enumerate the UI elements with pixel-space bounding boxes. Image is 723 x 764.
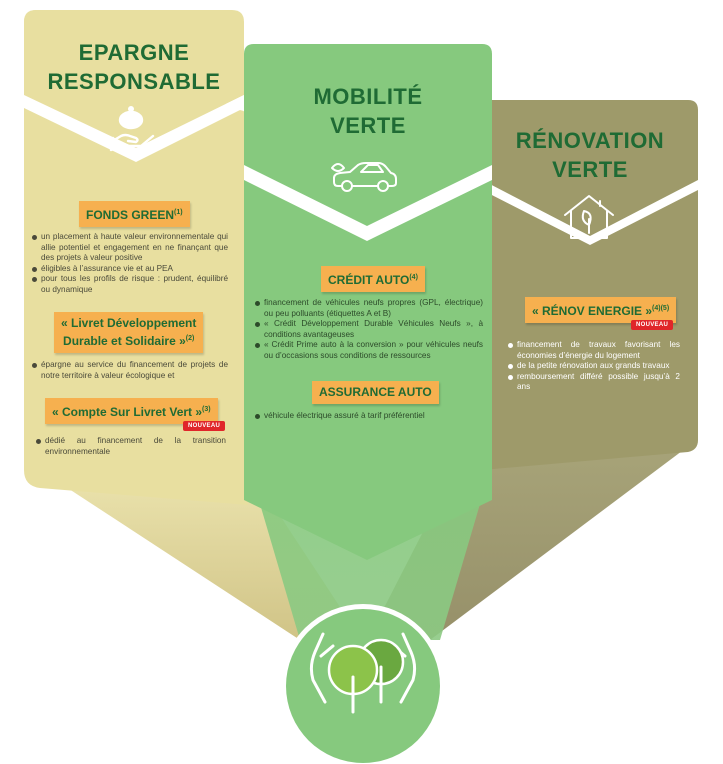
fonds-green-note: (1) xyxy=(174,209,183,216)
list-item: financement de travaux favorisant les éc… xyxy=(508,340,680,361)
credit-auto-list: financement de véhicules neufs propres (… xyxy=(255,298,483,362)
epargne-header-chevron xyxy=(24,95,244,162)
renovation-title: RÉNOVATION VERTE xyxy=(482,126,698,184)
assurance-auto-list: véhicule électrique assuré à tarif préfé… xyxy=(255,411,483,422)
assurance-auto-tag: ASSURANCE AUTO xyxy=(312,381,439,404)
fonds-green-label: FONDS GREEN xyxy=(86,208,175,222)
list-item: dédié au financement de la transition en… xyxy=(36,436,226,457)
mobilite-title-line2: VERTE xyxy=(330,113,406,138)
list-item: « Crédit Prime auto à la conversion » po… xyxy=(255,340,483,361)
cslv-note: (3) xyxy=(202,406,211,413)
list-item: « Crédit Développement Durable Véhicules… xyxy=(255,319,483,340)
list-item: remboursement différé possible jusqu’à 2… xyxy=(508,372,680,393)
assurance-auto-label: ASSURANCE AUTO xyxy=(319,385,432,399)
mobilite-header-chevron xyxy=(244,165,492,241)
ldds-tag: « Livret Développement Durable et Solida… xyxy=(54,312,204,353)
list-item: un placement à haute valeur environnemen… xyxy=(32,232,228,264)
renov-energie-list: financement de travaux favorisant les éc… xyxy=(508,340,680,393)
epargne-title-line2: RESPONSABLE xyxy=(47,69,221,94)
mobilite-title-line1: MOBILITÉ xyxy=(313,84,423,109)
credit-auto-tag: CRÉDIT AUTO(4) xyxy=(321,266,425,292)
eco-car-icon xyxy=(331,162,397,192)
credit-auto-note: (4) xyxy=(409,274,418,281)
cslv-list: dédié au financement de la transition en… xyxy=(36,436,226,457)
list-item: de la petite rénovation aux grands trava… xyxy=(508,361,680,372)
epargne-beam xyxy=(40,470,365,645)
list-item: financement de véhicules neufs propres (… xyxy=(255,298,483,319)
fonds-green-list: un placement à haute valeur environnemen… xyxy=(32,232,228,296)
ldds-list: épargne au service du financement de pro… xyxy=(32,360,228,381)
epargne-title: EPARGNE RESPONSABLE xyxy=(24,38,244,96)
epargne-title-line1: EPARGNE xyxy=(78,40,190,65)
renov-new-badge: NOUVEAU xyxy=(631,320,674,330)
cslv-label: « Compte Sur Livret Vert » xyxy=(52,405,203,419)
cslv-tag: « Compte Sur Livret Vert »(3) xyxy=(45,398,218,424)
cslv-new-badge: NOUVEAU xyxy=(183,421,226,431)
mobilite-panel xyxy=(244,44,492,560)
list-item: épargne au service du financement de pro… xyxy=(32,360,228,381)
hands-trees-icon xyxy=(309,632,417,714)
list-item: véhicule électrique assuré à tarif préfé… xyxy=(255,411,483,422)
ldds-note: (2) xyxy=(185,335,195,342)
mobilite-title: MOBILITÉ VERTE xyxy=(244,82,492,140)
epargne-header xyxy=(24,10,244,148)
renov-energie-label: « RÉNOV ENERGIE » xyxy=(532,304,653,318)
fonds-green-tag: FONDS GREEN(1) xyxy=(79,201,190,227)
credit-auto-label: CRÉDIT AUTO xyxy=(328,273,410,287)
renovation-header xyxy=(482,100,698,236)
list-item: éligibles à l’assurance vie et au PEA xyxy=(32,264,228,275)
ldds-line2: Durable et Solidaire » xyxy=(63,334,186,348)
list-item: pour tous les profils de risque : pruden… xyxy=(32,274,228,295)
renov-energie-note: (4)(5) xyxy=(652,305,670,312)
ldds-line1: « Livret Développement xyxy=(61,316,197,330)
renovation-title-line1: RÉNOVATION xyxy=(515,128,665,153)
renovation-title-line2: VERTE xyxy=(552,157,628,182)
eco-house-icon xyxy=(564,195,614,239)
renov-energie-tag: « RÉNOV ENERGIE »(4)(5) xyxy=(525,297,677,323)
piggy-bank-hand-icon xyxy=(105,106,155,152)
